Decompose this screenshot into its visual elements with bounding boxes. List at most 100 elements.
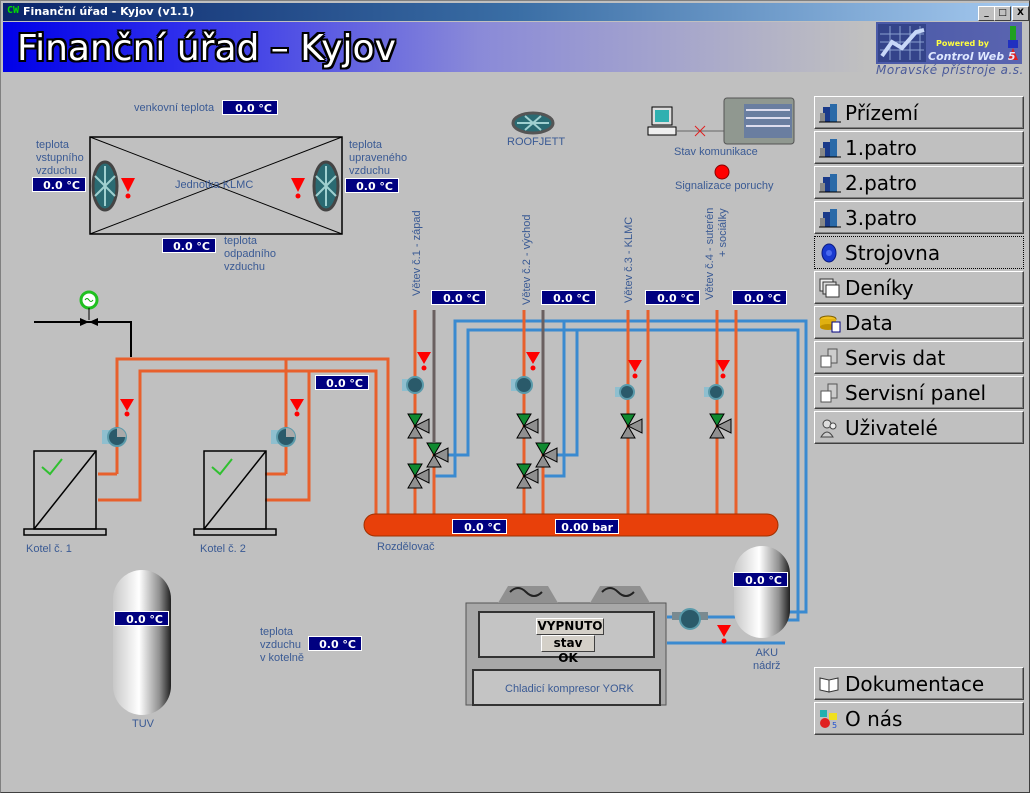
header-banner: Finanční úřad – Kyjov (3, 22, 868, 72)
logo-product-text: Control Web 5 (928, 50, 1016, 63)
log-icon (819, 278, 841, 298)
database-icon (819, 313, 841, 333)
pump-icon (271, 427, 296, 447)
intake-temp-label: teplota vstupního vzduchu (36, 139, 84, 178)
alarm-icon (120, 399, 134, 417)
label-line: nádrž (753, 660, 781, 672)
aku-temp-value: 0.0 °C (733, 572, 788, 587)
aku-label: AKU nádrž (753, 647, 781, 673)
alarm-icon (290, 399, 304, 417)
boiler-1-label: Kotel č. 1 (26, 543, 72, 555)
fan-icon (312, 160, 340, 212)
nav-label: O nás (845, 707, 903, 731)
alarm-icon (628, 360, 642, 379)
nav-deníky-button[interactable]: Deníky (814, 271, 1024, 304)
three-way-valve-icon (407, 413, 430, 439)
label-line: vzduchu (224, 261, 265, 273)
pump-icon (615, 384, 635, 400)
comm-error-icon (694, 125, 706, 137)
building-icon (819, 173, 841, 193)
page-title: Finanční úřad – Kyjov (17, 28, 396, 69)
alarm-icon (417, 352, 431, 371)
three-way-valve-icon (709, 413, 732, 439)
supply-temp-label: teplota upraveného vzduchu (349, 139, 407, 178)
tuv-temp-value: 0.0 °C (114, 611, 169, 626)
fan-icon (91, 160, 119, 212)
nav-o-nás-button[interactable]: 5 O nás (814, 702, 1024, 735)
nav-label: Přízemí (845, 101, 919, 125)
distributor-temp-value: 0.0 °C (452, 519, 507, 534)
maximize-button[interactable]: □ (994, 6, 1011, 21)
nav-uživatelé-button[interactable]: Uživatelé (814, 411, 1024, 444)
book-icon (819, 674, 841, 694)
nav-1-patro-button[interactable]: 1.patro (814, 131, 1024, 164)
nav-servis-dat-button[interactable]: Servis dat (814, 341, 1024, 374)
roofjett-label: ROOFJETT (507, 136, 566, 148)
label-line: teplota (349, 139, 383, 151)
label-line: teplota (36, 139, 70, 151)
three-way-valve-icon (535, 442, 558, 468)
label-line: vstupního (36, 152, 84, 164)
distributor-pressure-value: 0.00 bar (555, 519, 619, 534)
nav-data-button[interactable]: Data (814, 306, 1024, 339)
server-icon (819, 348, 841, 368)
pump-icon (672, 608, 708, 630)
tuv-tank-icon (113, 570, 171, 715)
exhaust-temp-value: 0.0 °C (162, 238, 216, 253)
three-way-valve-icon (407, 463, 430, 489)
window-title: Finanční úřad - Kyjov (v1.1) (23, 5, 195, 18)
tuv-label: TUV (132, 718, 154, 730)
gas-valve-icon (79, 290, 99, 320)
title-bar: CW Finanční úřad - Kyjov (v1.1) _ □ X (3, 3, 1029, 21)
alarm-icon (121, 178, 135, 199)
label-line: v kotelně (260, 652, 305, 664)
pump-icon (704, 384, 724, 400)
label-line: vzduchu (36, 165, 77, 177)
distributor-label: Rozdělovač (377, 541, 435, 553)
nav-label: 3.patro (845, 206, 917, 230)
about-icon: 5 (819, 709, 841, 729)
alarm-icon (291, 178, 305, 199)
label-line: odpadního (224, 248, 276, 260)
chiller-label: Chladicí kompresor YORK (505, 683, 634, 695)
nav-servisní-panel-button[interactable]: Servisní panel (814, 376, 1024, 409)
boiler-room-temp-value: 0.0 °C (308, 636, 362, 651)
nav-strojovna-button[interactable]: Strojovna (814, 236, 1024, 269)
close-button[interactable]: X (1012, 6, 1029, 21)
label-line: teplota (260, 626, 294, 638)
alarm-icon (526, 352, 540, 371)
branch-2-label: Větev č.2 - východ (521, 214, 533, 306)
svg-text:5: 5 (832, 721, 837, 729)
building-icon (819, 138, 841, 158)
nav-2-patro-button[interactable]: 2.patro (814, 166, 1024, 199)
boiler-room-temp-label: teplota vzduchu v kotelně (260, 626, 304, 665)
boiler-2-icon (193, 450, 277, 536)
boiler-return-temp-value: 0.0 °C (315, 375, 369, 390)
cold-water-pipes (433, 319, 808, 645)
nav-3-patro-button[interactable]: 3.patro (814, 201, 1024, 234)
branch-2-temp-value: 0.0 °C (541, 290, 596, 305)
company-name: Moravské přístroje a.s. (876, 63, 1024, 77)
nav-přízemí-button[interactable]: Přízemí (814, 96, 1024, 129)
computer-icon (647, 106, 677, 136)
nav-label: Strojovna (845, 241, 941, 265)
nav-label: Uživatelé (845, 416, 938, 440)
chiller-state-button[interactable]: VYPNUTO (536, 618, 604, 635)
boiler-2-label: Kotel č. 2 (200, 543, 246, 555)
branch-4-temp-value: 0.0 °C (732, 290, 787, 305)
three-way-valve-icon (516, 413, 539, 439)
nav-label: 2.patro (845, 171, 917, 195)
three-way-valve-icon (516, 463, 539, 489)
intake-temp-value: 0.0 °C (32, 177, 86, 192)
nav-dokumentace-button[interactable]: Dokumentace (814, 667, 1024, 700)
nav-label: 1.patro (845, 136, 917, 160)
three-way-valve-icon (620, 413, 643, 439)
three-way-valve-icon (426, 442, 449, 468)
chiller-status-button[interactable]: stav OK (541, 635, 595, 665)
branch-1-label: Větev č.1 - západ (411, 210, 423, 296)
outdoor-temp-label: venkovní teplota (134, 102, 215, 114)
label-line: upraveného (349, 152, 408, 164)
branch-4-label-2: + sociálky (717, 208, 729, 257)
alarm-icon (717, 625, 731, 644)
